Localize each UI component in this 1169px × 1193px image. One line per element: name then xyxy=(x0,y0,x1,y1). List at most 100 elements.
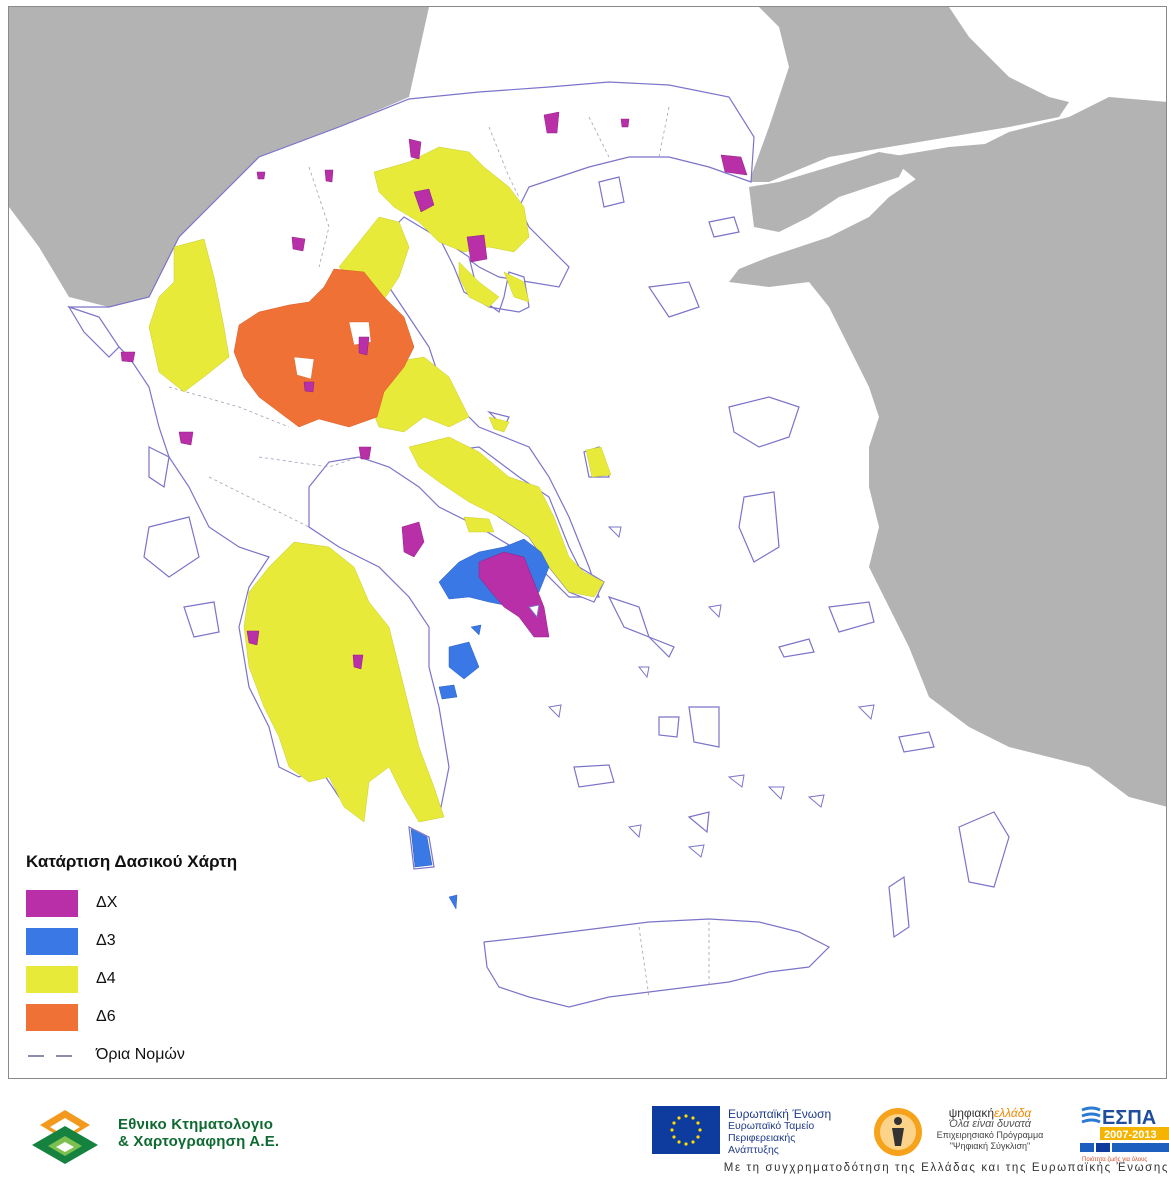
dx-florina xyxy=(291,236,306,252)
region-d4 xyxy=(148,146,612,823)
ktimatologio-logo-icon xyxy=(32,1110,98,1164)
dx-thessaly-small xyxy=(358,336,370,356)
espa-logo-icon: ΕΣΠΑ 2007-2013 Ποιότητα ζωής για όλους xyxy=(1080,1106,1169,1163)
eu-fund-line3: Ανάπτυξης xyxy=(728,1144,779,1156)
legend-item-d4: Δ4 xyxy=(26,960,237,998)
aegean-islets xyxy=(528,526,875,858)
d4-skyros xyxy=(585,446,612,478)
legend-label-d4: Δ4 xyxy=(96,970,116,987)
corfu xyxy=(67,305,120,358)
psifiaki-brand: ψηφιακήελλάδα xyxy=(930,1106,1050,1120)
andros xyxy=(607,595,650,639)
d3-kythira xyxy=(410,828,433,868)
ikaria xyxy=(778,638,815,658)
psifiaki-program-line1: Επιχειρησιακό Πρόγραμμα xyxy=(936,1130,1044,1140)
dx-small-n xyxy=(256,171,266,180)
legend-swatch-dx xyxy=(26,889,78,917)
dx-kastoria xyxy=(324,169,334,183)
zakynthos xyxy=(183,601,220,638)
eu-fund-line2: Περιφερειακής xyxy=(728,1132,796,1144)
eu-flag-icon xyxy=(652,1106,720,1154)
thasos xyxy=(598,176,625,208)
legend-swatch-d6 xyxy=(26,1003,78,1031)
legend-label-d6: Δ6 xyxy=(96,1008,116,1025)
legend-item-dx: ΔΧ xyxy=(26,884,237,922)
footer: Εθνικο Κτηματολογιο & Χαρτογραφηση Α.Ε. … xyxy=(0,1082,1169,1193)
d4-epirus xyxy=(148,238,230,393)
greece-map xyxy=(9,7,1166,1008)
dx-evros xyxy=(720,154,748,176)
eu-title: Ευρωπαϊκή Ένωση xyxy=(728,1107,832,1121)
tinos xyxy=(648,636,675,659)
dx-thessaloniki xyxy=(413,188,435,213)
dx-arta xyxy=(178,431,194,446)
marmara-coast xyxy=(889,127,1139,182)
cofunding-statement: Με τη συγχρηματοδότηση της Ελλάδας και τ… xyxy=(723,1162,1169,1174)
samothraki xyxy=(708,216,740,238)
santorini xyxy=(687,811,710,834)
legend-item-d3: Δ3 xyxy=(26,922,237,960)
limnos xyxy=(647,281,700,318)
dx-trikala-small xyxy=(303,381,315,393)
espa-tagline: Ποιότητα ζωής για όλους xyxy=(1082,1156,1147,1163)
dx-fokida xyxy=(358,446,372,460)
psifiaki-ellada-text: ψηφιακήελλάδα Όλα είναι δυνατά Επιχειρησ… xyxy=(930,1106,1050,1152)
naxos xyxy=(688,706,720,748)
psifiaki-brand-a: ψηφιακή xyxy=(948,1106,994,1120)
psifiaki-program-line2: "Ψηφιακή Σύγκλιση" xyxy=(949,1141,1031,1151)
dx-drama xyxy=(543,111,560,134)
ktimatologio-line2: & Χαρτογραφηση Α.Ε. xyxy=(118,1133,280,1150)
legend-label-d3: Δ3 xyxy=(96,932,116,949)
d4-fthiotida-euboea xyxy=(408,436,605,598)
d4-macedonia-central xyxy=(373,146,530,253)
dx-kilkis xyxy=(408,138,422,160)
map-legend: Κατάρτιση Δασικού Χάρτη ΔΧ Δ3 Δ4 Δ6 Όρια… xyxy=(26,852,237,1074)
map-frame xyxy=(8,6,1167,1079)
dx-corfu xyxy=(120,351,136,363)
samos xyxy=(828,601,875,633)
d4-peloponnese xyxy=(243,541,445,823)
legend-label-boundaries: Όρια Νομών xyxy=(96,1046,185,1063)
paros xyxy=(658,716,680,738)
rhodes xyxy=(958,811,1010,888)
d3-saronic xyxy=(448,641,480,680)
balkans-land xyxy=(9,7,1166,307)
lefkada xyxy=(148,446,170,489)
lesbos xyxy=(728,396,800,448)
legend-item-d6: Δ6 xyxy=(26,998,237,1036)
karpathos xyxy=(888,875,910,939)
espa-title: ΕΣΠΑ xyxy=(1102,1107,1156,1129)
dx-boeotia xyxy=(401,521,425,558)
ktimatologio-name: Εθνικο Κτηματολογιο & Χαρτογραφηση Α.Ε. xyxy=(118,1116,279,1150)
d4-kassandra xyxy=(458,261,500,308)
dx-attica xyxy=(478,551,550,638)
turkey-land xyxy=(729,97,1166,807)
d3-small2 xyxy=(448,894,458,910)
kos xyxy=(898,731,935,753)
espa-years: 2007-2013 xyxy=(1104,1129,1157,1141)
region-dx xyxy=(120,111,748,670)
psifiaki-slogan: Όλα είναι δυνατά xyxy=(948,1118,1032,1130)
kefalonia xyxy=(143,516,200,578)
legend-swatch-d3 xyxy=(26,927,78,955)
psifiaki-brand-b: ελλάδα xyxy=(994,1106,1032,1120)
legend-label-dx: ΔΧ xyxy=(96,894,118,911)
d4-lemnos-small xyxy=(488,416,510,433)
dx-small-ne xyxy=(620,118,630,128)
legend-title: Κατάρτιση Δασικού Χάρτη xyxy=(26,852,238,871)
legend-dash-symbol xyxy=(26,1042,78,1069)
neighbor-land xyxy=(9,7,1166,807)
legend-item-boundaries: Όρια Νομών xyxy=(26,1036,237,1074)
dx-ilia xyxy=(246,630,260,646)
d4-sithonia xyxy=(503,271,530,303)
dx-chalkidiki xyxy=(466,234,488,263)
ktimatologio-line1: Εθνικο Κτηματολογιο xyxy=(118,1116,274,1133)
psifiaki-ellada-logo-icon xyxy=(874,1108,922,1156)
d3-small1 xyxy=(470,624,482,636)
d6-thessaly xyxy=(233,268,415,428)
eu-fund-line1: Ευρωπαϊκό Ταμείο xyxy=(728,1120,815,1132)
legend-swatch-d4 xyxy=(26,965,78,993)
milos xyxy=(573,764,615,788)
eu-fund-text: Ευρωπαϊκή Ένωση Ευρωπαϊκό Ταμείο Περιφερ… xyxy=(728,1108,831,1156)
d4-attica-north xyxy=(463,516,495,533)
